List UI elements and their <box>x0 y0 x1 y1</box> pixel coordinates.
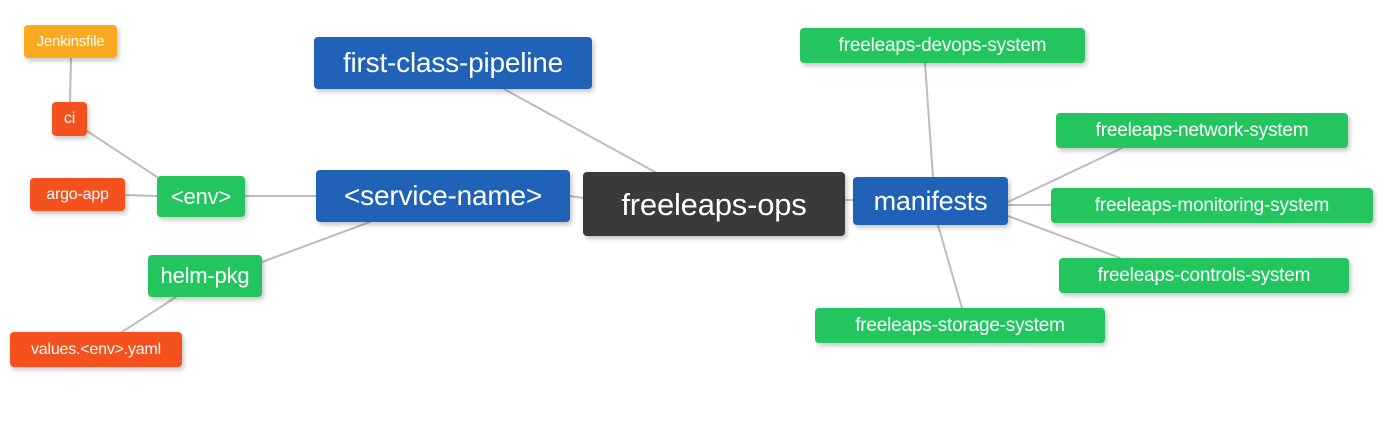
mindmap-node-label: freeleaps-storage-system <box>855 315 1065 336</box>
mindmap-node-ci[interactable]: ci <box>52 102 87 136</box>
edge-helmpkg-servicename <box>261 221 371 263</box>
edge-servicename-ops <box>569 195 584 199</box>
mindmap-node-label: <service-name> <box>344 180 542 211</box>
mindmap-node-label: freeleaps-ops <box>621 186 807 222</box>
mindmap-node-freeleaps-ops[interactable]: freeleaps-ops <box>583 172 845 236</box>
mindmap-node-freeleaps-storage-system[interactable]: freeleaps-storage-system <box>815 308 1105 343</box>
mindmap-node-label: ci <box>63 110 76 127</box>
mindmap-node-label: freeleaps-controls-system <box>1097 265 1311 286</box>
mindmap-node-freeleaps-controls-system[interactable]: freeleaps-controls-system <box>1059 258 1349 293</box>
mindmap-node-first-class-pipeline[interactable]: first-class-pipeline <box>314 37 592 89</box>
mindmap-node-label: argo-app <box>46 185 109 203</box>
edge-manifests-storage <box>937 224 963 309</box>
mindmap-node-manifests[interactable]: manifests <box>853 177 1008 225</box>
mindmap-node-label: helm-pkg <box>160 263 250 288</box>
edge-manifests-devops <box>924 62 934 178</box>
mindmap-node-argo-app[interactable]: argo-app <box>30 178 125 211</box>
mindmap-node-label: Jenkinsfile <box>36 33 105 50</box>
mindmap-node-freeleaps-devops-system[interactable]: freeleaps-devops-system <box>800 28 1085 63</box>
mindmap-node-label: <env> <box>170 183 232 209</box>
mindmap-node-env[interactable]: <env> <box>157 176 245 217</box>
mindmap-node-label: freeleaps-network-system <box>1095 120 1309 141</box>
mindmap-node-jenkinsfile[interactable]: Jenkinsfile <box>24 25 117 58</box>
mindmap-node-label: freeleaps-devops-system <box>838 35 1047 56</box>
mindmap-node-freeleaps-network-system[interactable]: freeleaps-network-system <box>1056 113 1348 148</box>
mindmap-node-values-yaml[interactable]: values.<env>.yaml <box>10 332 182 367</box>
edge-pipeline-ops <box>503 88 656 173</box>
mindmap-node-freeleaps-monitoring-system[interactable]: freeleaps-monitoring-system <box>1051 188 1373 223</box>
edge-valuesyaml-helmpkg <box>121 296 177 333</box>
mindmap-node-service-name[interactable]: <service-name> <box>316 170 570 222</box>
mindmap-node-label: manifests <box>873 185 988 216</box>
edge-ci-env <box>86 130 158 178</box>
mindmap-node-label: values.<env>.yaml <box>30 340 161 358</box>
mindmap-node-helm-pkg[interactable]: helm-pkg <box>148 255 262 297</box>
mindmap-node-label: freeleaps-monitoring-system <box>1094 195 1330 216</box>
mindmap-node-label: first-class-pipeline <box>342 47 564 78</box>
edge-argoapp-env <box>124 194 158 197</box>
edge-jenkinsfile-ci <box>69 57 72 103</box>
